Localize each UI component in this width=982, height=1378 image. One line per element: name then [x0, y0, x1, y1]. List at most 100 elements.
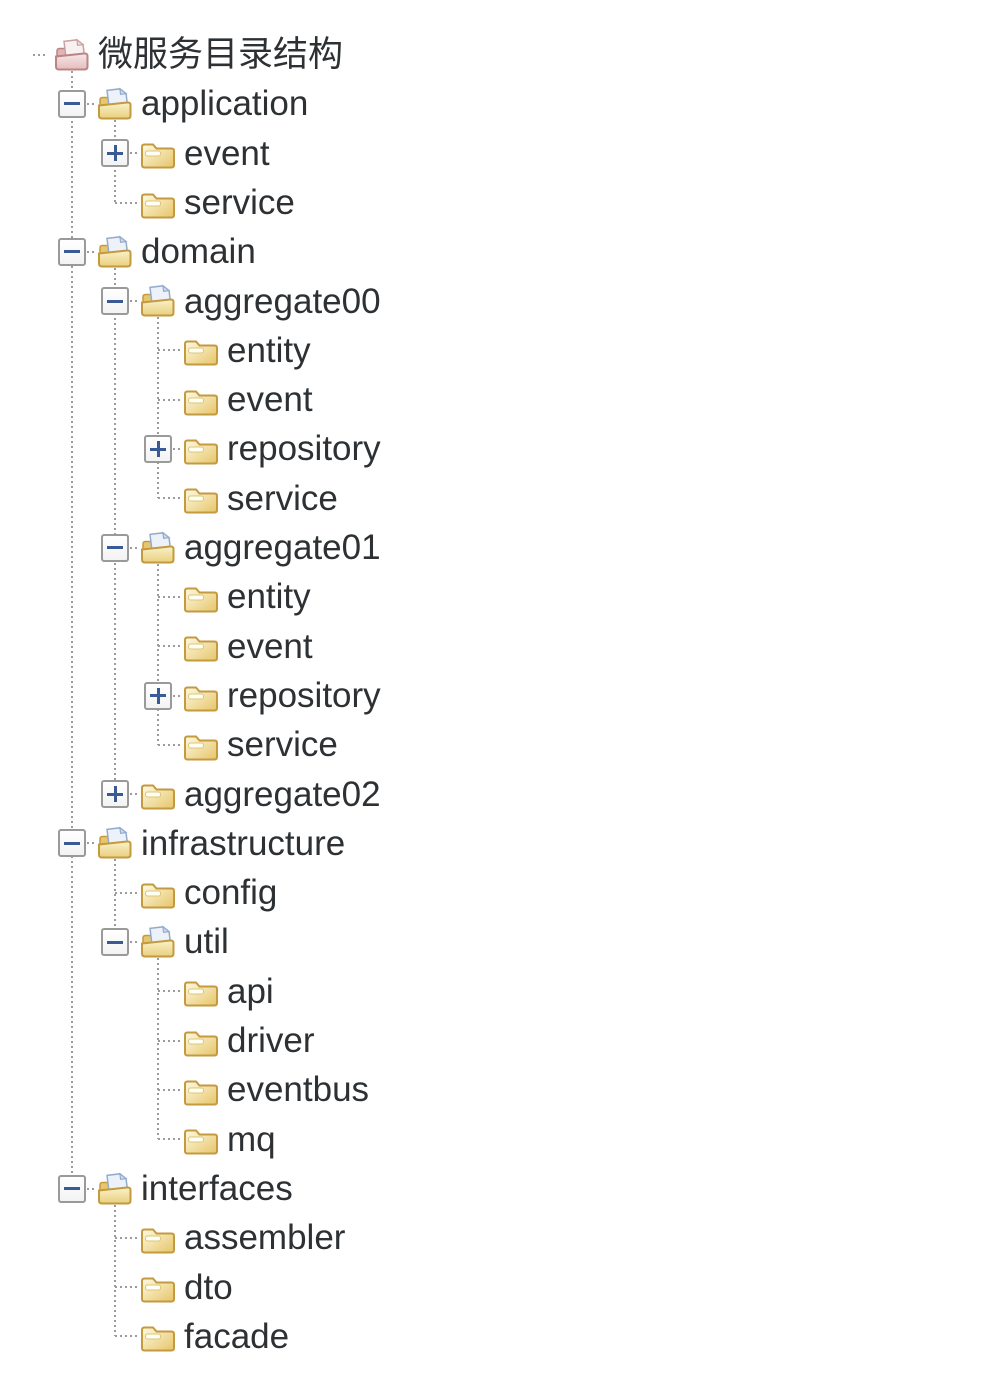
- collapse-toggle-icon[interactable]: [101, 928, 129, 957]
- collapse-toggle-icon[interactable]: [58, 89, 86, 118]
- tree-item-label[interactable]: config: [184, 873, 278, 913]
- tree-item-label[interactable]: event: [227, 380, 313, 420]
- tree-item-label[interactable]: assembler: [184, 1218, 346, 1258]
- folder-closed-icon[interactable]: [183, 580, 219, 614]
- folder-closed-icon[interactable]: [140, 1319, 176, 1353]
- folder-closed-icon[interactable]: [140, 136, 176, 170]
- tree-item[interactable]: event: [0, 622, 982, 672]
- tree-connector-line: [158, 1138, 181, 1141]
- tree-item[interactable]: 微服务目录结构: [0, 30, 982, 80]
- tree-item[interactable]: facade: [0, 1312, 982, 1362]
- folder-open-icon[interactable]: [97, 87, 133, 121]
- tree-item-label[interactable]: 微服务目录结构: [98, 35, 344, 74]
- folder-closed-icon[interactable]: [140, 876, 176, 910]
- tree-item-label[interactable]: facade: [184, 1316, 290, 1356]
- tree-item[interactable]: application: [0, 79, 982, 129]
- tree-connector-line: [87, 102, 95, 105]
- tree-connector-line: [33, 53, 48, 56]
- folder-open-icon[interactable]: [140, 284, 176, 318]
- folder-closed-icon[interactable]: [183, 481, 219, 515]
- tree-item-label[interactable]: entity: [227, 330, 311, 370]
- expand-toggle-icon[interactable]: [101, 139, 129, 168]
- folder-open-icon[interactable]: [140, 925, 176, 959]
- tree-item[interactable]: entity: [0, 326, 982, 376]
- tree-item[interactable]: api: [0, 967, 982, 1017]
- folder-closed-icon[interactable]: [183, 432, 219, 466]
- folder-closed-icon[interactable]: [183, 333, 219, 367]
- expand-toggle-icon[interactable]: [101, 780, 129, 809]
- tree-item[interactable]: event: [0, 375, 982, 425]
- tree-item-label[interactable]: aggregate02: [184, 774, 381, 814]
- tree-item-label[interactable]: interfaces: [141, 1168, 293, 1208]
- expand-toggle-icon[interactable]: [144, 435, 172, 464]
- folder-closed-icon[interactable]: [183, 974, 219, 1008]
- tree-item-label[interactable]: service: [227, 478, 338, 518]
- tree-item-label[interactable]: repository: [227, 675, 381, 715]
- tree-item-label[interactable]: service: [184, 182, 295, 222]
- tree-item[interactable]: eventbus: [0, 1065, 982, 1115]
- tree-item[interactable]: dto: [0, 1263, 982, 1313]
- tree-item[interactable]: driver: [0, 1016, 982, 1066]
- tree-item-label[interactable]: mq: [227, 1119, 276, 1159]
- tree-item-label[interactable]: aggregate01: [184, 528, 381, 567]
- folder-closed-icon[interactable]: [183, 728, 219, 762]
- tree-item-label[interactable]: util: [184, 922, 229, 962]
- tree-item-label[interactable]: infrastructure: [141, 823, 346, 863]
- tree-item-label[interactable]: repository: [227, 429, 381, 469]
- tree-connector-line: [157, 317, 159, 499]
- tree-item[interactable]: aggregate01: [0, 523, 982, 573]
- folder-closed-icon[interactable]: [183, 629, 219, 663]
- collapse-toggle-icon[interactable]: [101, 287, 129, 316]
- folder-closed-icon[interactable]: [183, 383, 219, 417]
- tree-item-label[interactable]: aggregate00: [184, 281, 381, 321]
- tree-item[interactable]: infrastructure: [0, 819, 982, 869]
- tree-connector-line: [158, 1039, 181, 1042]
- tree-item-label[interactable]: event: [227, 626, 313, 666]
- tree-item[interactable]: aggregate02: [0, 770, 982, 820]
- tree-item[interactable]: util: [0, 917, 982, 967]
- collapse-toggle-icon[interactable]: [58, 1174, 86, 1203]
- tree-connector-line: [114, 859, 116, 943]
- tree-item[interactable]: config: [0, 868, 982, 918]
- tree-item-label[interactable]: dto: [184, 1267, 233, 1307]
- folder-closed-icon[interactable]: [183, 679, 219, 713]
- folder-closed-icon[interactable]: [140, 1221, 176, 1255]
- tree-item[interactable]: mq: [0, 1115, 982, 1165]
- folder-open-icon[interactable]: [97, 826, 133, 860]
- collapse-toggle-icon[interactable]: [58, 829, 86, 858]
- tree-item-label[interactable]: domain: [141, 232, 256, 272]
- tree-item-label[interactable]: event: [184, 133, 270, 173]
- folder-open-icon[interactable]: [97, 1171, 133, 1206]
- folder-closed-icon[interactable]: [140, 1270, 176, 1304]
- tree-item[interactable]: entity: [0, 572, 982, 622]
- expand-toggle-icon[interactable]: [144, 681, 172, 710]
- tree-item-label[interactable]: service: [227, 725, 338, 765]
- tree-item[interactable]: assembler: [0, 1213, 982, 1263]
- tree-item[interactable]: event: [0, 129, 982, 179]
- tree-item[interactable]: service: [0, 178, 982, 228]
- tree-connector-line: [158, 743, 181, 746]
- tree-item[interactable]: repository: [0, 424, 982, 474]
- tree-item-label[interactable]: api: [227, 971, 274, 1011]
- tree-item[interactable]: service: [0, 474, 982, 524]
- tree-item-label[interactable]: eventbus: [227, 1070, 370, 1110]
- folder-open-icon[interactable]: [97, 235, 133, 269]
- tree-item-label[interactable]: driver: [227, 1021, 315, 1060]
- tree-item[interactable]: service: [0, 720, 982, 770]
- tree-item-label[interactable]: entity: [227, 577, 311, 617]
- folder-closed-icon[interactable]: [183, 1073, 219, 1107]
- folder-closed-icon[interactable]: [183, 1024, 219, 1058]
- folder-closed-icon[interactable]: [140, 777, 176, 811]
- folder-open-icon[interactable]: [140, 531, 176, 565]
- collapse-toggle-icon[interactable]: [101, 533, 129, 562]
- tree-item[interactable]: repository: [0, 671, 982, 721]
- tree-connector-line: [115, 201, 138, 204]
- folder-closed-icon[interactable]: [183, 1122, 219, 1156]
- tree-item[interactable]: domain: [0, 227, 982, 277]
- tree-item[interactable]: interfaces: [0, 1164, 982, 1214]
- folder-closed-icon[interactable]: [140, 186, 176, 220]
- collapse-toggle-icon[interactable]: [58, 237, 86, 266]
- tree-item[interactable]: aggregate00: [0, 277, 982, 327]
- folder-open-red-icon[interactable]: [54, 38, 90, 72]
- tree-item-label[interactable]: application: [141, 84, 309, 124]
